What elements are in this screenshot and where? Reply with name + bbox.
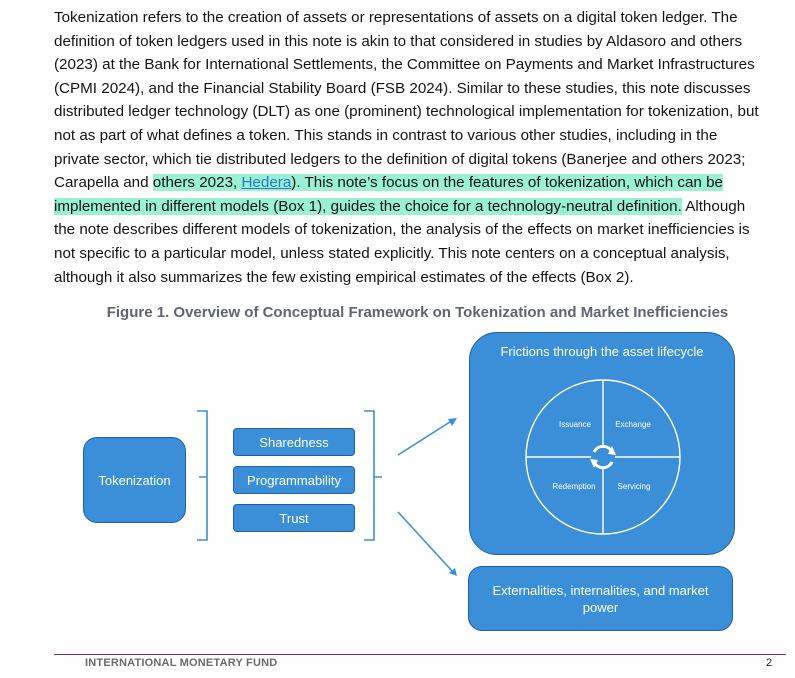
arrow-up-head — [448, 418, 457, 426]
paragraph-line: (CPMI 2024), and the Financial Stability… — [54, 79, 751, 97]
frictions-title: Frictions through the asset lifecycle — [500, 344, 704, 359]
programmability-box: Programmability — [233, 466, 355, 494]
paragraph-line: not as part of what defines a token. Thi… — [54, 126, 718, 144]
paragraph-text: Although — [681, 197, 746, 215]
paragraph-line: Carapella and others 2023, Hedera). This… — [54, 171, 784, 195]
paragraph-line: distributed ledger technology (DLT) as o… — [54, 103, 759, 121]
paragraph-line: (2023) at the Bank for International Set… — [54, 56, 755, 74]
highlighted-text: implemented in different models (Box 1),… — [54, 197, 682, 215]
arrow-up — [397, 419, 454, 456]
paragraph-line: Tokenization refers to the creation of a… — [54, 9, 738, 26]
right-bracket — [364, 410, 382, 541]
paragraph-line: definition of token ledgers used in this… — [54, 32, 743, 50]
paragraph-text: others 2023, — [152, 174, 242, 192]
cycle-arrows-icon — [590, 444, 616, 470]
lifecycle-exchange: Exchange — [615, 420, 651, 429]
externalities-box: Externalities, internalities, and market… — [468, 566, 733, 631]
sharedness-box: Sharedness — [233, 428, 355, 456]
lifecycle-redemption: Redemption — [552, 482, 595, 491]
left-bracket — [197, 410, 208, 541]
paragraph-text: Carapella and — [54, 174, 153, 192]
arrow-down-head — [449, 568, 457, 576]
page-number: 2 — [766, 657, 773, 669]
paragraph-line: although it also summarizes the few exis… — [54, 268, 634, 286]
highlighted-text: others 2023, Hedera). This note’s focus … — [152, 174, 723, 192]
paragraph-line: not specific to a particular model, unle… — [54, 244, 730, 262]
trust-box: Trust — [233, 504, 355, 532]
footer-organization: INTERNATIONAL MONETARY FUND — [85, 657, 278, 669]
frictions-box: Frictions through the asset lifecycle — [469, 332, 735, 555]
figure-title: Figure 1. Overview of Conceptual Framewo… — [106, 304, 729, 321]
arrow-down — [397, 511, 454, 573]
lifecycle-issuance: Issuance — [559, 420, 592, 429]
body-paragraph: Tokenization refers to the creation of a… — [54, 6, 784, 289]
footer-rule — [54, 654, 786, 655]
paragraph-line: private sector, which tie distributed le… — [54, 150, 746, 168]
paragraph-text: ). This note’s focus on the features of … — [291, 174, 723, 192]
tokenization-box: Tokenization — [83, 437, 186, 523]
hedera-link[interactable]: Hedera — [241, 174, 292, 192]
paragraph-line: implemented in different models (Box 1),… — [54, 195, 784, 219]
paragraph-line: the note describes different models of t… — [54, 221, 750, 239]
lifecycle-servicing: Servicing — [618, 482, 651, 491]
